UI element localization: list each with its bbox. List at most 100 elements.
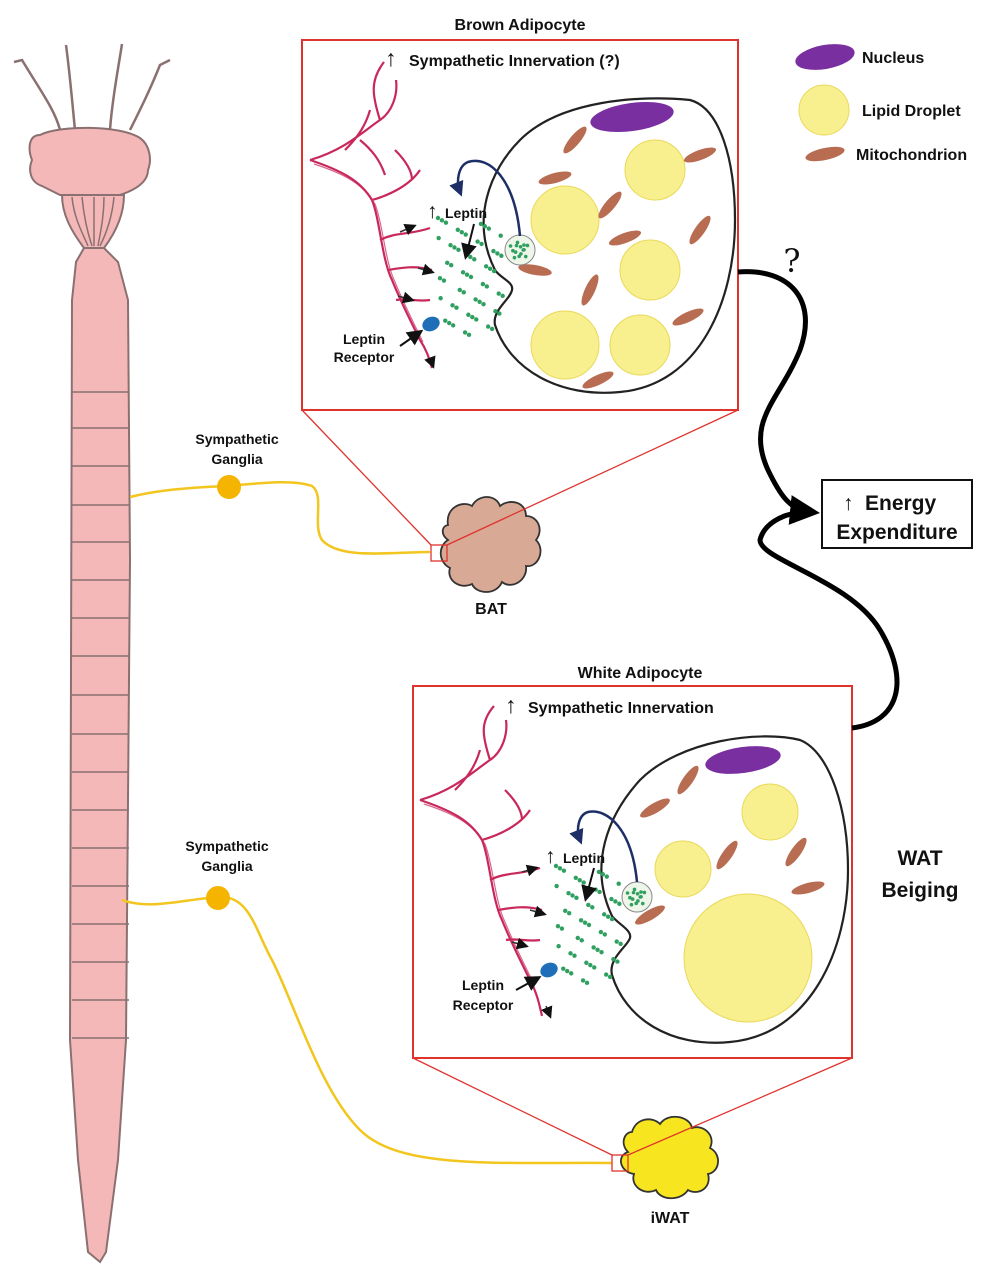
vesicle-dot xyxy=(636,892,640,896)
vesicle-dot xyxy=(519,245,523,249)
upper-ganglia-label-line2: Ganglia xyxy=(211,451,263,467)
leptin-dot xyxy=(601,872,605,876)
vesicle-dot xyxy=(639,895,643,899)
leptin-dot xyxy=(449,263,453,267)
leptin-dot xyxy=(472,257,476,261)
leptin-dot xyxy=(556,944,560,948)
leptin-dot xyxy=(493,309,497,313)
iwat-tissue xyxy=(612,1117,718,1199)
leptin-dot xyxy=(475,239,479,243)
lower-ganglia-label-line1: Sympathetic xyxy=(185,838,268,854)
vesicle-dot xyxy=(639,890,643,894)
brown-panel-title: Brown Adipocyte xyxy=(455,17,586,34)
leptin-dot xyxy=(597,890,601,894)
leptin-dot xyxy=(558,866,562,870)
leptin-dot xyxy=(461,270,465,274)
vesicle-dot xyxy=(626,891,630,895)
wat-beiging-line2: Beiging xyxy=(882,879,959,902)
leptin-dot xyxy=(565,969,569,973)
leptin-dot xyxy=(608,975,612,979)
vesicle-dot xyxy=(516,241,520,245)
vesicle-dot xyxy=(522,243,526,247)
leptin-dot xyxy=(599,950,603,954)
vesicle-dot xyxy=(641,902,645,906)
leptin-dot xyxy=(613,899,617,903)
legend-lipid-label: Lipid Droplet xyxy=(862,103,961,120)
leptin-dot xyxy=(582,880,586,884)
legend-mitochondrion-label: Mitochondrion xyxy=(856,147,967,164)
leptin-dot xyxy=(500,294,504,298)
leptin-dot xyxy=(447,321,451,325)
leptin-dot xyxy=(583,920,587,924)
vesicle-dot xyxy=(524,255,528,259)
leptin-dot xyxy=(615,959,619,963)
iwat-zoom-line-right xyxy=(628,1058,852,1155)
leptin-dot xyxy=(586,903,590,907)
leptin-dot xyxy=(485,284,489,288)
brown-leptin-up: ↑ xyxy=(427,200,438,223)
leptin-dot xyxy=(590,905,594,909)
energy-label-line2: Expenditure xyxy=(836,521,957,544)
leptin-dot xyxy=(499,234,503,238)
leptin-dot xyxy=(576,936,580,940)
leptin-dot xyxy=(465,272,469,276)
question-mark: ? xyxy=(783,242,800,280)
leptin-dot xyxy=(470,315,474,319)
leptin-dot xyxy=(469,275,473,279)
vesicle-dot xyxy=(643,891,647,895)
leptin-dot xyxy=(606,915,610,919)
lower-ganglion xyxy=(206,886,230,910)
vesicle-dot xyxy=(513,256,517,260)
vesicle-dot xyxy=(633,888,637,892)
leptin-dot xyxy=(490,327,494,331)
leptin-dot xyxy=(477,300,481,304)
leptin-dot xyxy=(574,876,578,880)
leptin-dot xyxy=(440,218,444,222)
leptin-dot xyxy=(454,305,458,309)
leptin-dot xyxy=(580,938,584,942)
leptin-dot xyxy=(615,939,619,943)
leptin-dot xyxy=(479,242,483,246)
leptin-dot xyxy=(438,296,442,300)
leptin-dot xyxy=(602,912,606,916)
leptin-dot xyxy=(444,221,448,225)
leptin-dot xyxy=(591,945,595,949)
white-receptor-label-line1: Leptin xyxy=(462,977,504,993)
leptin-dot xyxy=(448,243,452,247)
white-panel-title: White Adipocyte xyxy=(578,665,703,682)
leptin-dot xyxy=(581,978,585,982)
upper-ganglion xyxy=(217,475,241,499)
legend-nucleus-swatch xyxy=(793,40,856,74)
leptin-dot xyxy=(484,264,488,268)
leptin-dot xyxy=(445,261,449,265)
leptin-dot xyxy=(566,891,570,895)
leptin-dot xyxy=(599,930,603,934)
leptin-dot xyxy=(499,254,503,258)
lower-ganglia-label-line2: Ganglia xyxy=(201,858,253,874)
leptin-dot xyxy=(468,255,472,259)
leptin-dot xyxy=(560,926,564,930)
bat-zoom-line-right xyxy=(447,410,738,545)
vesicle-dot xyxy=(522,248,526,252)
bat-to-energy-connector xyxy=(738,272,810,512)
leptin-dot xyxy=(579,918,583,922)
leptin-dot xyxy=(588,963,592,967)
leptin-dot xyxy=(491,249,495,253)
leptin-dot xyxy=(562,869,566,873)
bat-label: BAT xyxy=(475,601,507,618)
white-panel-header: Sympathetic Innervation xyxy=(528,700,714,717)
leptin-dot xyxy=(458,288,462,292)
leptin-dot xyxy=(595,948,599,952)
legend: Nucleus Lipid Droplet Mitochondrion xyxy=(793,40,967,164)
leptin-dot xyxy=(604,972,608,976)
upper-ganglia-label-line1: Sympathetic xyxy=(195,431,278,447)
leptin-dot xyxy=(617,902,621,906)
leptin-dot xyxy=(556,924,560,928)
leptin-dot xyxy=(578,878,582,882)
vesicle-dot xyxy=(526,244,530,248)
vesicle-dot xyxy=(636,899,640,903)
leptin-dot xyxy=(450,303,454,307)
leptin-dot xyxy=(462,290,466,294)
leptin-dot xyxy=(463,330,467,334)
